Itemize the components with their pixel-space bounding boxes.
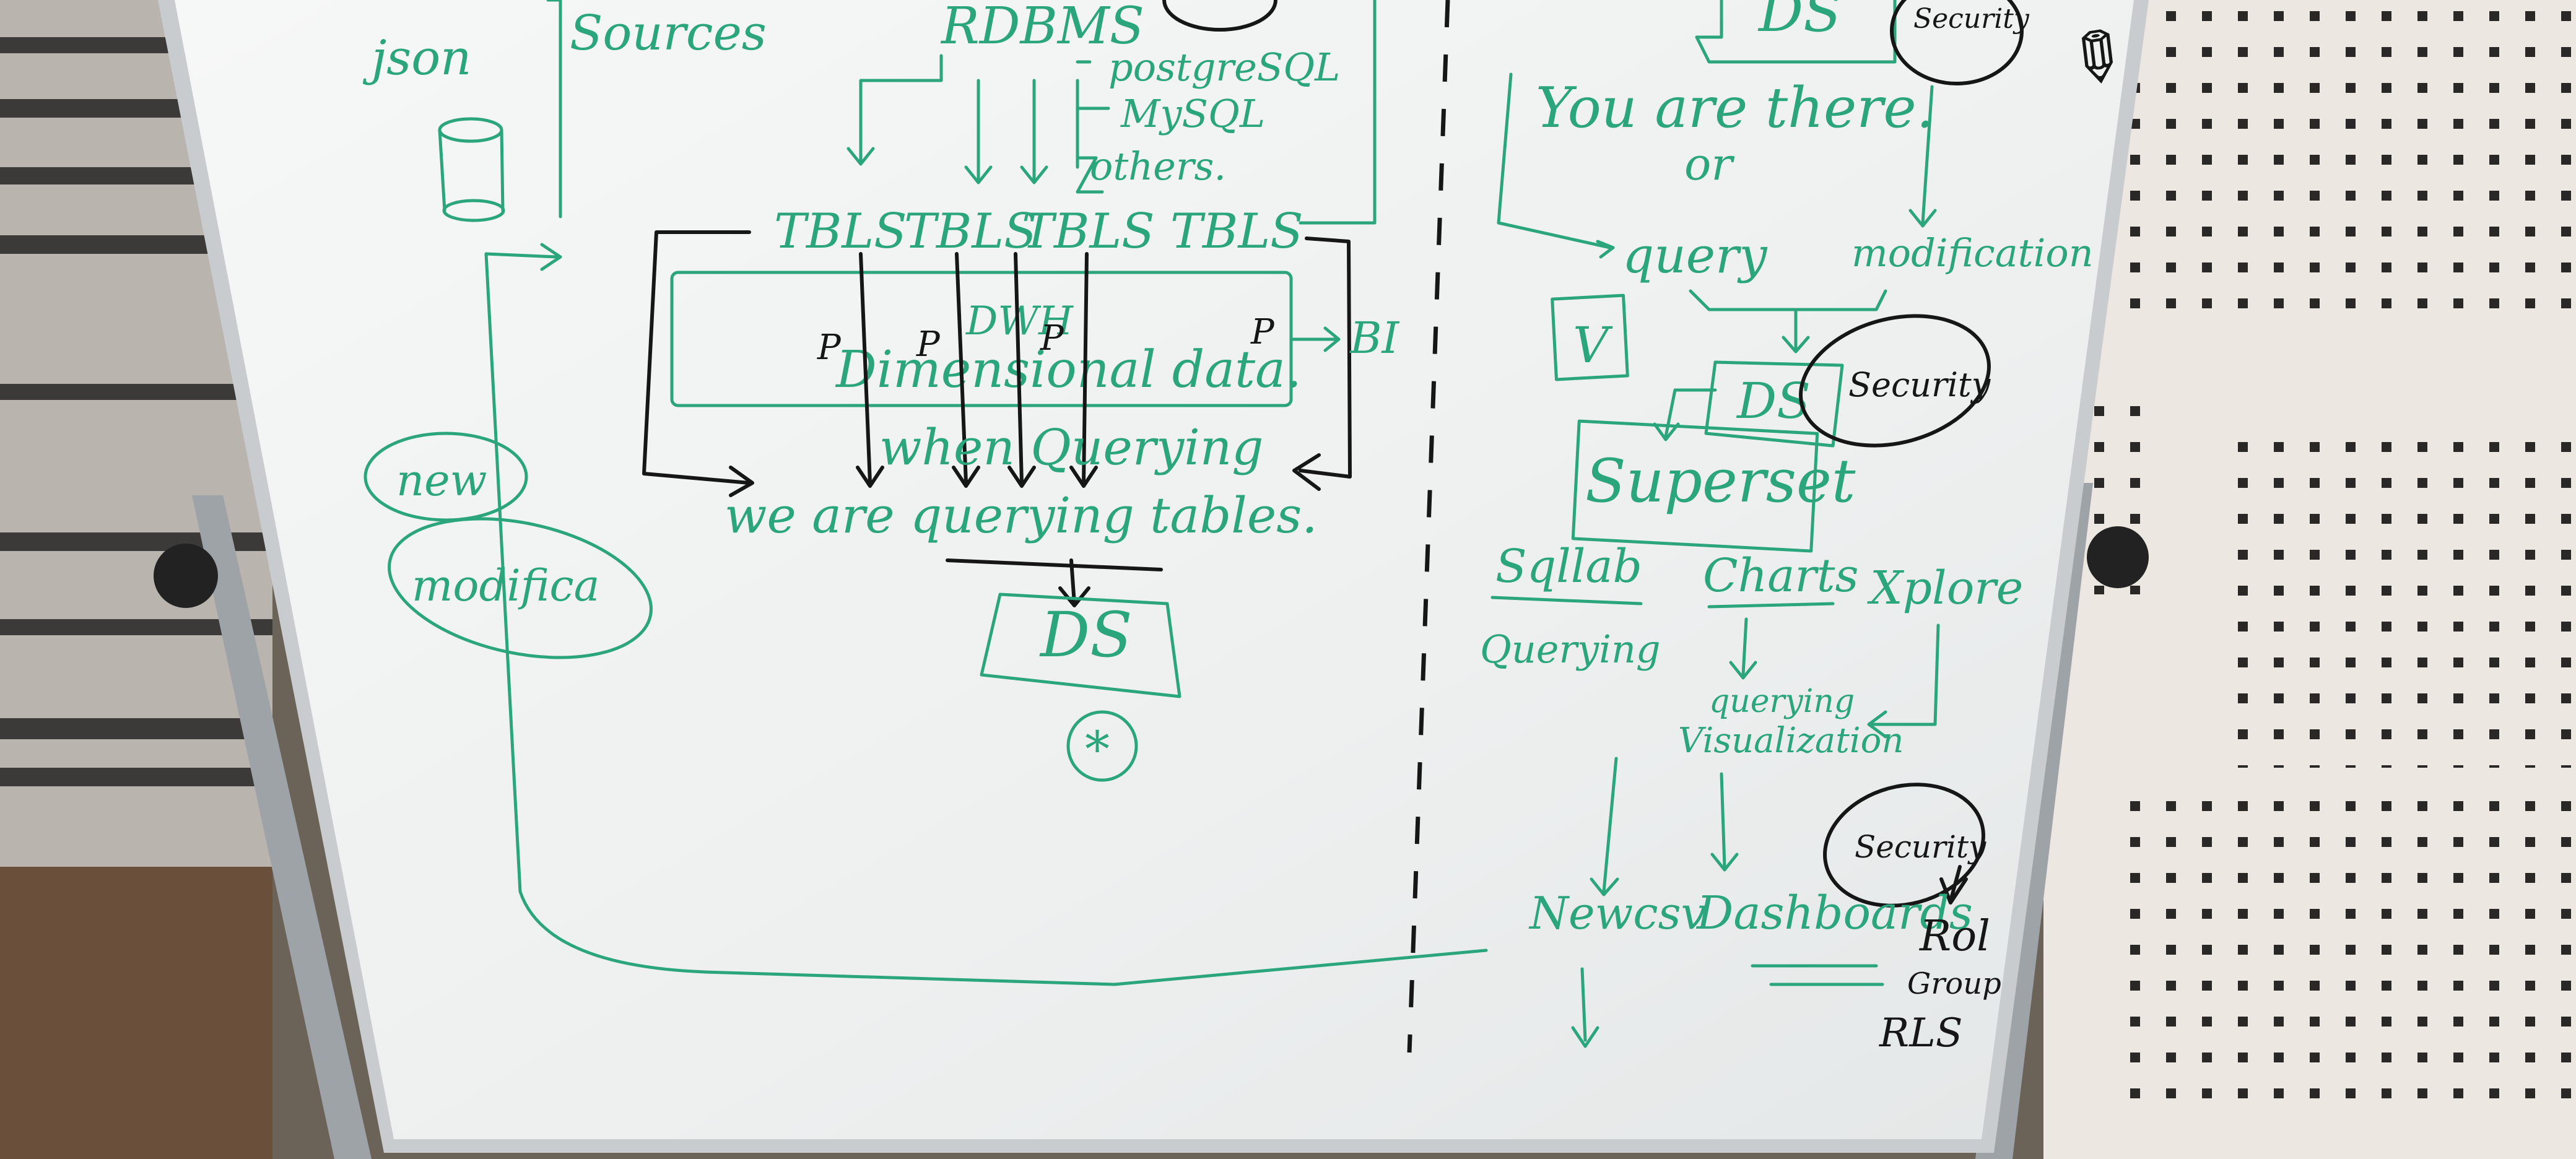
top-cut-ellipse (1162, 0, 1277, 32)
label-group: Group (1907, 966, 2001, 1001)
label-p-3: P (1040, 318, 1064, 358)
security-ellipse-top (1890, 0, 2024, 85)
label-rol: Rol (1918, 912, 1990, 961)
xplore-down-arrow (1867, 623, 1940, 739)
label-security-top: Security (1913, 3, 2030, 35)
label-security-bottom: Security (1855, 829, 1986, 865)
label-p-4: P (1250, 312, 1275, 352)
label-rdbms: RDBMS (940, 0, 1144, 56)
feedback-loop-line (484, 243, 1488, 986)
dashboards-underline (1751, 964, 1884, 986)
label-json: json (362, 30, 471, 86)
checkbox-icon (1551, 293, 1629, 381)
you-are-here-bracket (1497, 72, 1615, 259)
superset-box (1571, 419, 1819, 553)
sqllab-underline (1490, 596, 1643, 606)
label-query: query (1622, 227, 1768, 284)
label-others: others. (1090, 144, 1226, 189)
table-down-arrows (856, 252, 1098, 488)
ds-box-mid (1704, 360, 1844, 448)
label-tbls-2: TBLS (904, 204, 1037, 259)
security-bottom-down-arrow (1939, 865, 1968, 905)
ds-to-superset-arrow (1653, 388, 1717, 441)
dwh-to-bi-arrow (1289, 326, 1341, 352)
asterisk-circle (1066, 710, 1138, 782)
label-when-querying: when Querying (879, 419, 1264, 476)
security-ellipse-mid (1799, 314, 1991, 448)
tables-right-bracket (1299, 237, 1352, 479)
database-icon (438, 117, 505, 222)
label-xplore: Xplore (1867, 562, 2023, 615)
label-sources: Sources (570, 6, 767, 61)
label-ds-mid: DS (1736, 372, 1811, 430)
label-new: new (396, 455, 487, 506)
label-dashboards: Dashboards (1695, 887, 1973, 940)
rdbms-arrowheads (846, 147, 1048, 184)
ds-arrow (946, 558, 1163, 607)
label-tbls-4: TBLS (1170, 204, 1303, 259)
label-visualization: Visualization (1678, 721, 1904, 761)
label-querying: Querying (1480, 627, 1661, 672)
label-p-2: P (916, 324, 941, 365)
sources-box-line (546, 0, 562, 219)
asterisk-icon: * (1085, 721, 1110, 778)
label-bi: BI (1349, 313, 1399, 363)
label-or: or (1684, 138, 1734, 190)
label-tbls-3: TBLS (1022, 204, 1155, 259)
tables-left-bracket (642, 230, 751, 485)
rdbms-branch-lines (859, 54, 1110, 194)
label-rls: RLS (1879, 1010, 1963, 1056)
newcsv-down-arrow (1571, 967, 1599, 1048)
label-superset: Superset (1585, 446, 1856, 516)
label-modification-right: modification (1852, 230, 2094, 276)
security-to-modification-arrow (1908, 85, 1937, 228)
label-you-are-there: You are there. (1536, 76, 1934, 141)
visualization-down-arrow (1710, 772, 1739, 872)
label-mysql: MySQL (1120, 91, 1265, 136)
security-ellipse-bottom (1823, 783, 1985, 908)
bracket-left-arrowhead (729, 466, 754, 497)
label-querying-viz: querying (1709, 683, 1855, 720)
ds-top-box (1695, 0, 1897, 64)
label-security-mid: Security (1848, 365, 1991, 404)
label-p-1: P (817, 328, 842, 368)
query-modification-join (1689, 289, 1887, 354)
label-querying-tables: we are querying tables. (724, 487, 1318, 544)
label-ds-top: DS (1757, 0, 1842, 45)
label-charts: Charts (1703, 549, 1858, 602)
charts-underline (1707, 602, 1835, 609)
label-ds-left: DS (1039, 599, 1133, 671)
sources-right-bracket (1299, 0, 1377, 225)
charts-down-arrow (1729, 617, 1757, 680)
label-tbls-1: TBLS (774, 204, 907, 259)
label-sqllab: Sqllab (1495, 540, 1642, 593)
sqllab-down-arrow (1590, 757, 1619, 896)
label-dimensional: Dimensional data. (835, 341, 1302, 399)
label-newcsv: Newcsv (1528, 887, 1706, 939)
bracket-right-arrowhead (1292, 453, 1321, 491)
new-ellipse (363, 432, 528, 522)
divider-dashed-line (1407, 0, 1450, 1053)
label-postgresql: postgreSQL (1108, 45, 1340, 90)
checkbox-mark: V (1573, 316, 1613, 374)
ds-box-left (980, 593, 1181, 698)
left-diagram: json Sources RDBMS postgreSQL MySQL othe… (362, 0, 1488, 986)
